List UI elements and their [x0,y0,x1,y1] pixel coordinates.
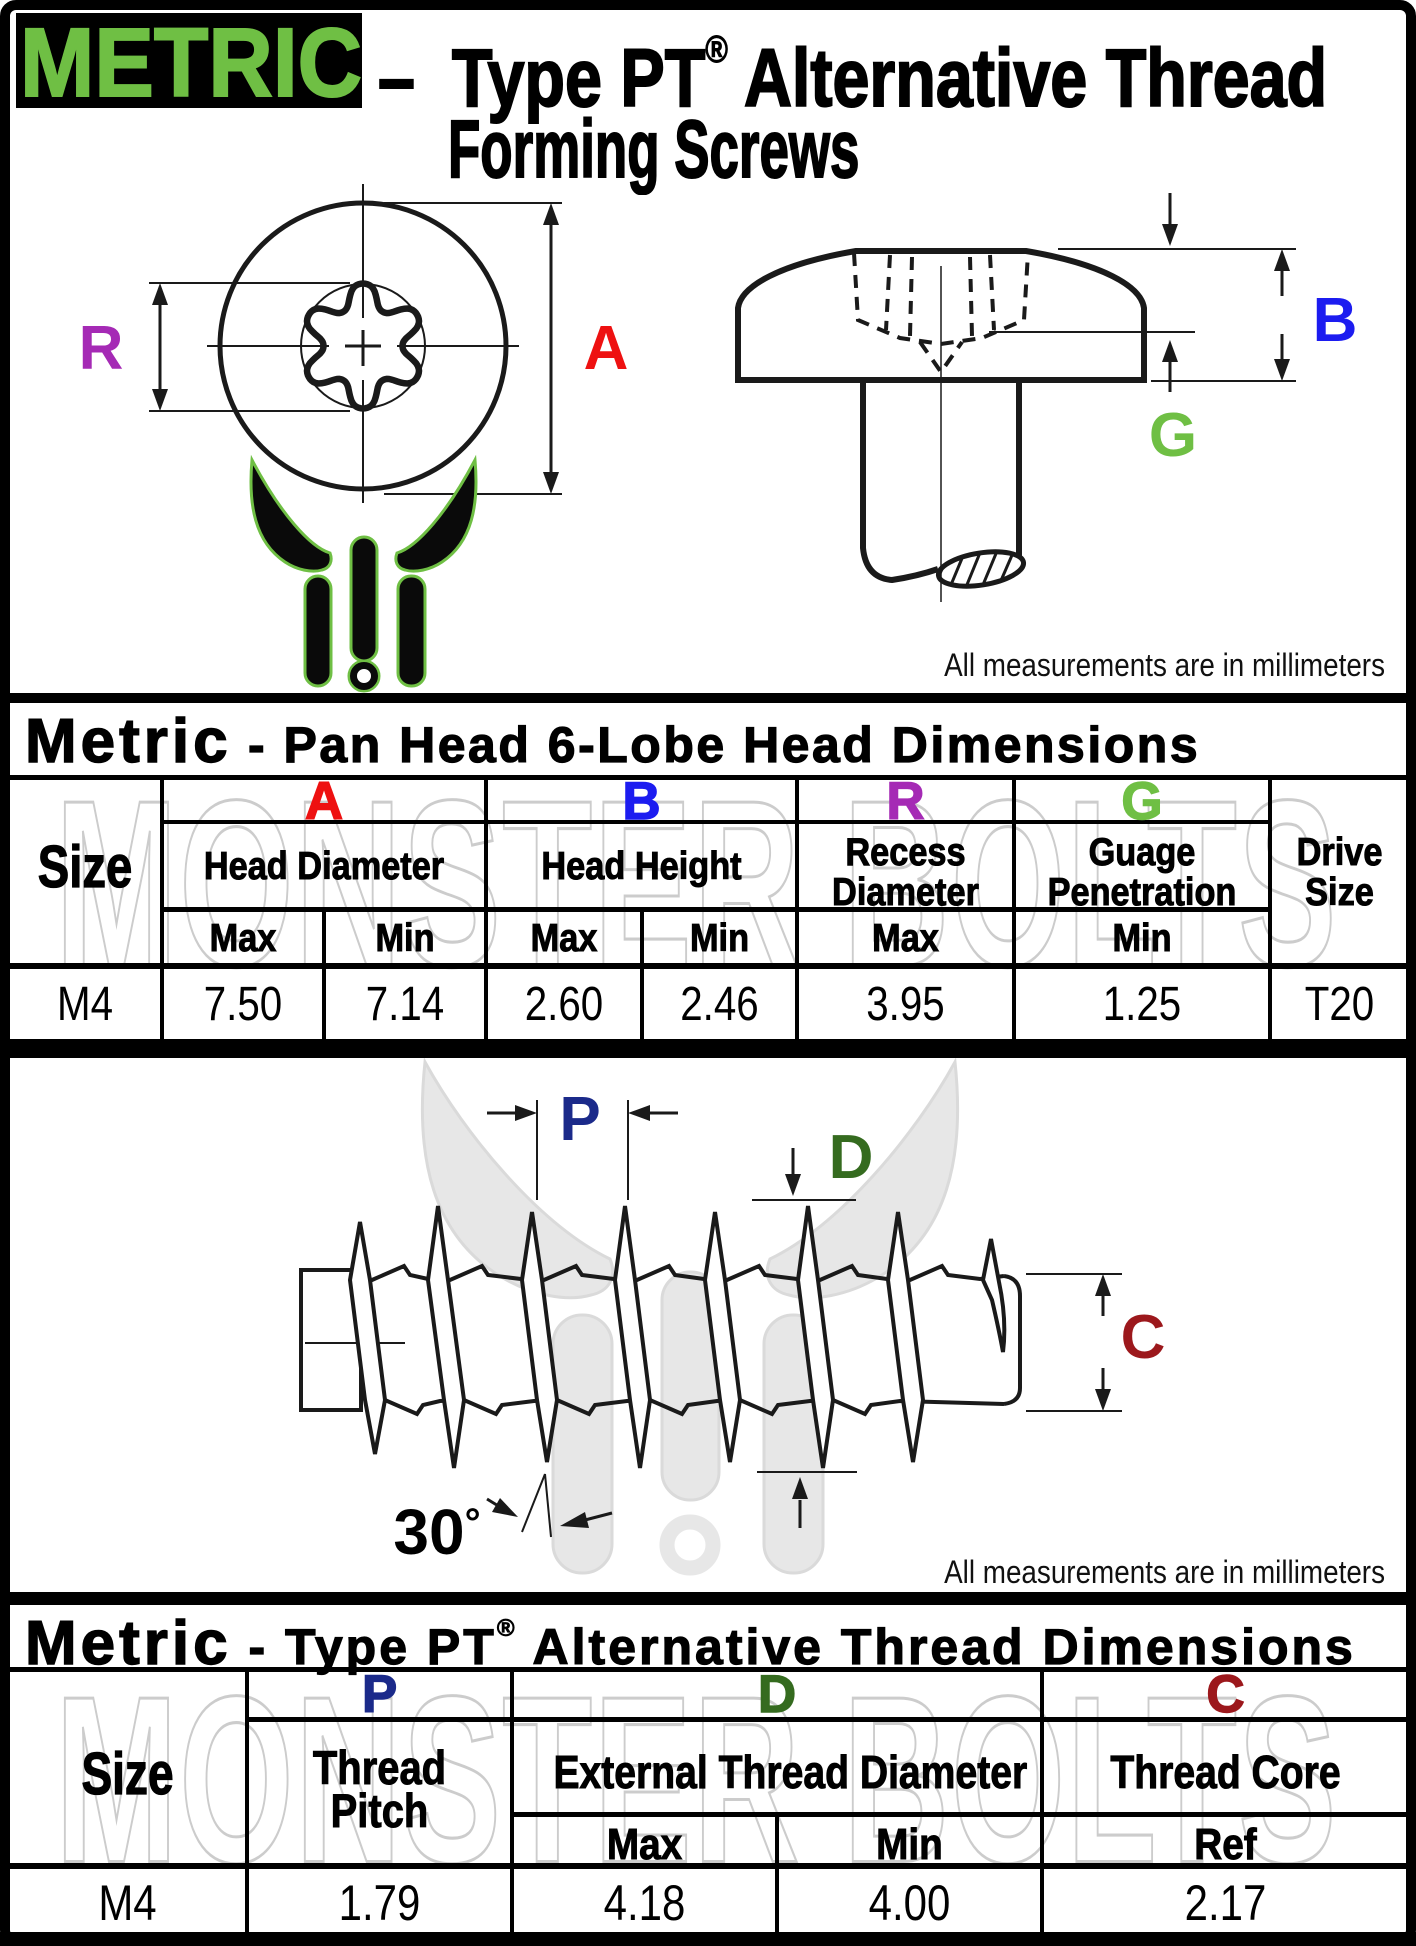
svg-text:B: B [1313,286,1358,355]
svg-text:P: P [559,1085,600,1154]
svg-text:A: A [584,314,629,383]
svg-text:R: R [79,314,124,383]
svg-text:D: D [829,1123,874,1192]
svg-text:G: G [1149,401,1197,470]
svg-text:C: C [1121,1303,1166,1372]
svg-text:30°: 30° [393,1496,480,1568]
